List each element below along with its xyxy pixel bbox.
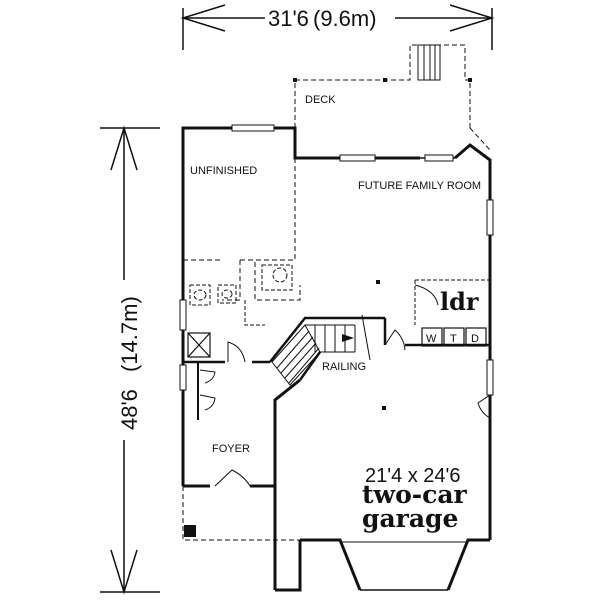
garage-size-label: 21'4 x 24'6 [365,465,461,487]
laundry-walls [414,279,490,325]
foyer-label: FOYER [212,443,250,455]
width-dimension-label: 31'6 [268,6,309,31]
interior-walls [183,316,490,381]
width-dimension [180,4,495,50]
depth-dimension-metric: (14.7m) [117,296,142,372]
ceiling-markers [376,280,386,410]
laundry-label: ldr [440,287,479,316]
unfinished-label: UNFINISHED [190,165,257,177]
width-dimension-metric: (9.6m) [313,6,377,31]
garage-walls [273,378,490,592]
door-swings [199,329,491,487]
washer-label: W [426,333,437,345]
stair-arrow [342,334,354,342]
depth-dimension-label: 48'6 [117,389,142,430]
laundry-appliances [421,327,487,347]
tub-label: T [450,333,457,345]
garage-line1-label: two-car [362,480,468,509]
porch-post [184,525,196,537]
laundry-door-swing [414,284,439,306]
deck-label: DECK [305,94,336,106]
exterior-walls [181,126,492,540]
closet [187,332,211,358]
garage-line2-label: garage [362,504,458,533]
depth-dimension [100,125,160,595]
dryer-label: D [471,333,479,345]
deck-stairs [417,44,441,81]
windows [179,124,494,396]
future-family-room-label: FUTURE FAMILY ROOM [358,180,481,192]
unfinished-partitions [183,158,301,301]
railing-line [361,314,371,361]
bath-fixtures [189,264,293,326]
deck-posts [293,78,472,82]
front-porch [182,486,300,541]
railing-label: RAILING [322,361,366,373]
stairs [271,324,356,386]
